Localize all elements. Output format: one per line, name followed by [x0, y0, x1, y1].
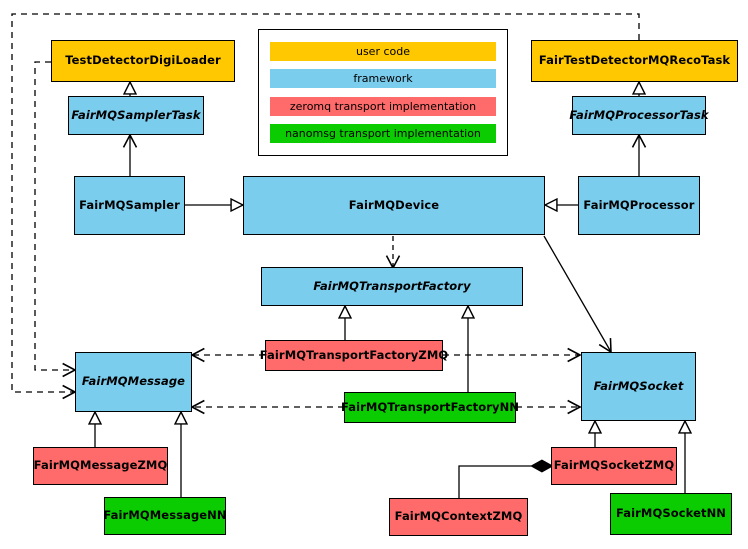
node-fair-mq-message[interactable]: FairMQMessage	[75, 352, 192, 412]
node-label: FairMQSampler	[79, 197, 180, 212]
node-fair-mq-device[interactable]: FairMQDevice	[243, 176, 545, 235]
node-fair-mq-sampler[interactable]: FairMQSampler	[74, 176, 185, 235]
node-label: FairMQContextZMQ	[394, 509, 523, 524]
node-label: FairMQMessageNN	[103, 508, 227, 523]
node-label: FairTestDetectorMQRecoTask	[538, 53, 731, 68]
node-label: FairMQSocketNN	[615, 506, 727, 521]
node-label: TestDetectorDigiLoader	[65, 53, 221, 68]
legend-item-zeromq: zeromq transport implementation	[270, 96, 496, 116]
legend-item-user-code: user code	[270, 42, 496, 62]
legend-panel: user code framework zeromq transport imp…	[258, 29, 508, 156]
node-fair-mq-message-zmq[interactable]: FairMQMessageZMQ	[33, 447, 168, 485]
node-label: FairMQTransportFactory	[313, 278, 471, 293]
edge-socketzmq-contextzmq	[458, 466, 551, 498]
node-fair-mq-socket-zmq[interactable]: FairMQSocketZMQ	[551, 447, 677, 485]
legend-label-framework: framework	[353, 72, 413, 86]
node-label: FairMQSamplerTask	[71, 107, 201, 122]
node-fair-mq-transport-factory-nn[interactable]: FairMQTransportFactoryNN	[340, 392, 520, 423]
legend-label-nanomsg: nanomsg transport implementation	[285, 126, 481, 140]
node-fair-mq-processor[interactable]: FairMQProcessor	[578, 176, 700, 235]
node-fair-mq-transport-factory-zmq[interactable]: FairMQTransportFactoryZMQ	[260, 340, 448, 371]
node-fair-mq-processor-task[interactable]: FairMQProcessorTask	[569, 96, 709, 135]
node-label: FairMQDevice	[348, 197, 440, 212]
edge-device-socket	[543, 235, 611, 352]
node-label: FairMQMessageZMQ	[33, 458, 168, 473]
node-label: FairMQTransportFactoryZMQ	[259, 347, 449, 362]
node-fair-mq-transport-factory[interactable]: FairMQTransportFactory	[261, 267, 523, 306]
node-fair-mq-message-nn[interactable]: FairMQMessageNN	[103, 497, 227, 535]
node-label: FairMQProcessorTask	[569, 107, 709, 122]
node-label: FairMQMessage	[81, 374, 186, 389]
node-label: FairMQSocketZMQ	[553, 458, 675, 473]
node-fair-mq-socket-nn[interactable]: FairMQSocketNN	[610, 493, 732, 535]
legend-item-framework: framework	[270, 69, 496, 89]
node-test-detector-digi-loader[interactable]: TestDetectorDigiLoader	[51, 40, 235, 82]
node-label: FairMQTransportFactoryNN	[340, 399, 520, 414]
legend-label-zeromq: zeromq transport implementation	[289, 99, 477, 113]
node-label: FairMQProcessor	[583, 197, 695, 212]
node-label: FairMQSocket	[593, 378, 684, 393]
legend-label-user-code: user code	[355, 45, 411, 59]
legend-item-nanomsg: nanomsg transport implementation	[270, 123, 496, 143]
node-fair-mq-context-zmq[interactable]: FairMQContextZMQ	[389, 498, 528, 536]
node-fair-mq-socket[interactable]: FairMQSocket	[581, 352, 696, 421]
node-fair-test-detector-mq-reco-task[interactable]: FairTestDetectorMQRecoTask	[531, 40, 738, 82]
node-fair-mq-sampler-task[interactable]: FairMQSamplerTask	[68, 96, 204, 135]
